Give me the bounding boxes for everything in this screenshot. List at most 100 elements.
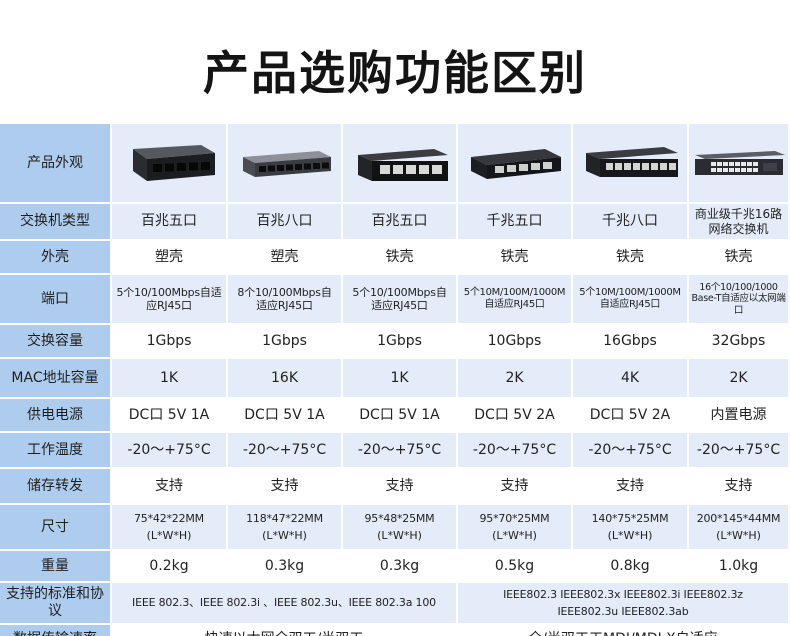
capacity-2: 1Gbps: [228, 325, 343, 359]
power-4: DC口 5V 2A: [458, 399, 573, 433]
protocol-b-line-2: IEEE802.3u IEEE802.3ab: [557, 604, 689, 618]
switch-rack-16port-icon: [694, 151, 785, 175]
page-title: 产品选购功能区别: [203, 46, 587, 100]
type-2: 百兆八口: [228, 204, 343, 241]
store-6: 支持: [689, 469, 790, 505]
row-header-size: 尺寸: [0, 505, 112, 551]
product-image-2: [228, 124, 343, 204]
row-header-speed: 数据传输速率: [0, 625, 112, 636]
capacity-6: 32Gbps: [689, 325, 790, 359]
protocol-group-a: IEEE 802.3、IEEE 802.3i 、IEEE 802.3u、IEEE…: [112, 583, 458, 625]
port-1: 5个10/100Mbps自适应RJ45口: [112, 275, 228, 325]
power-5: DC口 5V 2A: [573, 399, 689, 433]
size-2: 118*47*22MM (L*W*H): [228, 505, 343, 551]
size-value: 95*48*25MM: [364, 511, 435, 525]
size-5: 140*75*25MM (L*W*H): [573, 505, 689, 551]
product-image-5: [573, 124, 689, 204]
switch-gigabit-5port-icon: [470, 149, 561, 179]
store-1: 支持: [112, 469, 228, 505]
power-6: 内置电源: [689, 399, 790, 433]
size-value: 75*42*22MM: [134, 511, 204, 525]
row-header-type: 交换机类型: [0, 204, 112, 241]
speed-group-a: 快速以太网全双工/半双工: [112, 625, 458, 636]
capacity-3: 1Gbps: [343, 325, 458, 359]
size-unit: (L*W*H): [716, 529, 761, 542]
mac-2: 16K: [228, 359, 343, 399]
row-header-power: 供电电源: [0, 399, 112, 433]
row-header-temp: 工作温度: [0, 433, 112, 469]
switch-metal-5port-icon: [357, 149, 448, 181]
mac-6: 2K: [689, 359, 790, 399]
mac-3: 1K: [343, 359, 458, 399]
row-header-capacity: 交换容量: [0, 325, 112, 359]
size-3: 95*48*25MM (L*W*H): [343, 505, 458, 551]
row-header-shell: 外壳: [0, 241, 112, 275]
row-header-port: 端口: [0, 275, 112, 325]
switch-plastic-8port-icon: [242, 151, 331, 177]
speed-group-b: 全/半双工工MDI/MDI-X自适应: [458, 625, 790, 636]
power-1: DC口 5V 1A: [112, 399, 228, 433]
comparison-table: 产品外观: [0, 124, 790, 636]
weight-1: 0.2kg: [112, 551, 228, 583]
capacity-4: 10Gbps: [458, 325, 573, 359]
store-2: 支持: [228, 469, 343, 505]
type-5: 千兆八口: [573, 204, 689, 241]
product-image-1: [112, 124, 228, 204]
port-2: 8个10/100Mbps自适应RJ45口: [228, 275, 343, 325]
mac-4: 2K: [458, 359, 573, 399]
protocol-group-b: IEEE802.3 IEEE802.3x IEEE802.3i IEEE802.…: [458, 583, 790, 625]
weight-2: 0.3kg: [228, 551, 343, 583]
temp-2: -20～+75°C: [228, 433, 343, 469]
row-header-weight: 重量: [0, 551, 112, 583]
size-6: 200*145*44MM (L*W*H): [689, 505, 790, 551]
power-2: DC口 5V 1A: [228, 399, 343, 433]
port-4: 5个10M/100M/1000M自适应RJ45口: [458, 275, 573, 325]
size-unit: (L*W*H): [607, 529, 653, 542]
temp-4: -20～+75°C: [458, 433, 573, 469]
type-1: 百兆五口: [112, 204, 228, 241]
power-3: DC口 5V 1A: [343, 399, 458, 433]
size-unit: (L*W*H): [262, 529, 307, 542]
temp-3: -20～+75°C: [343, 433, 458, 469]
protocol-b-line-1: IEEE802.3 IEEE802.3x IEEE802.3i IEEE802.…: [503, 588, 743, 602]
type-6: 商业级千兆16路网络交换机: [689, 204, 790, 241]
port-5: 5个10M/100M/1000M自适应RJ45口: [573, 275, 689, 325]
weight-6: 1.0kg: [689, 551, 790, 583]
mac-5: 4K: [573, 359, 689, 399]
size-1: 75*42*22MM (L*W*H): [112, 505, 228, 551]
port-6: 16个10/100/1000 Base-T自适应以太网端口: [689, 275, 790, 325]
product-image-3: [343, 124, 458, 204]
capacity-1: 1Gbps: [112, 325, 228, 359]
temp-6: -20～+75°C: [689, 433, 790, 469]
port-3: 5个10/100Mbps自适应RJ45口: [343, 275, 458, 325]
row-header-appearance: 产品外观: [0, 124, 112, 204]
product-image-6: [689, 124, 790, 204]
type-4: 千兆五口: [458, 204, 573, 241]
temp-1: -20～+75°C: [112, 433, 228, 469]
switch-plastic-5port-icon: [133, 145, 215, 181]
store-4: 支持: [458, 469, 573, 505]
temp-5: -20～+75°C: [573, 433, 689, 469]
switch-gigabit-8port-icon: [586, 147, 678, 177]
row-header-protocol: 支持的标准和协议: [0, 583, 112, 625]
store-3: 支持: [343, 469, 458, 505]
row-header-mac: MAC地址容量: [0, 359, 112, 399]
shell-6: 铁壳: [689, 241, 790, 275]
shell-2: 塑壳: [228, 241, 343, 275]
capacity-5: 16Gbps: [573, 325, 689, 359]
shell-3: 铁壳: [343, 241, 458, 275]
type-3: 百兆五口: [343, 204, 458, 241]
shell-1: 塑壳: [112, 241, 228, 275]
weight-5: 0.8kg: [573, 551, 689, 583]
size-4: 95*70*25MM (L*W*H): [458, 505, 573, 551]
size-value: 140*75*25MM: [591, 511, 669, 525]
shell-5: 铁壳: [573, 241, 689, 275]
weight-3: 0.3kg: [343, 551, 458, 583]
store-5: 支持: [573, 469, 689, 505]
size-value: 95*70*25MM: [479, 511, 550, 525]
row-header-store: 储存转发: [0, 469, 112, 505]
size-unit: (L*W*H): [146, 529, 192, 542]
shell-4: 铁壳: [458, 241, 573, 275]
size-value: 200*145*44MM: [696, 511, 781, 525]
